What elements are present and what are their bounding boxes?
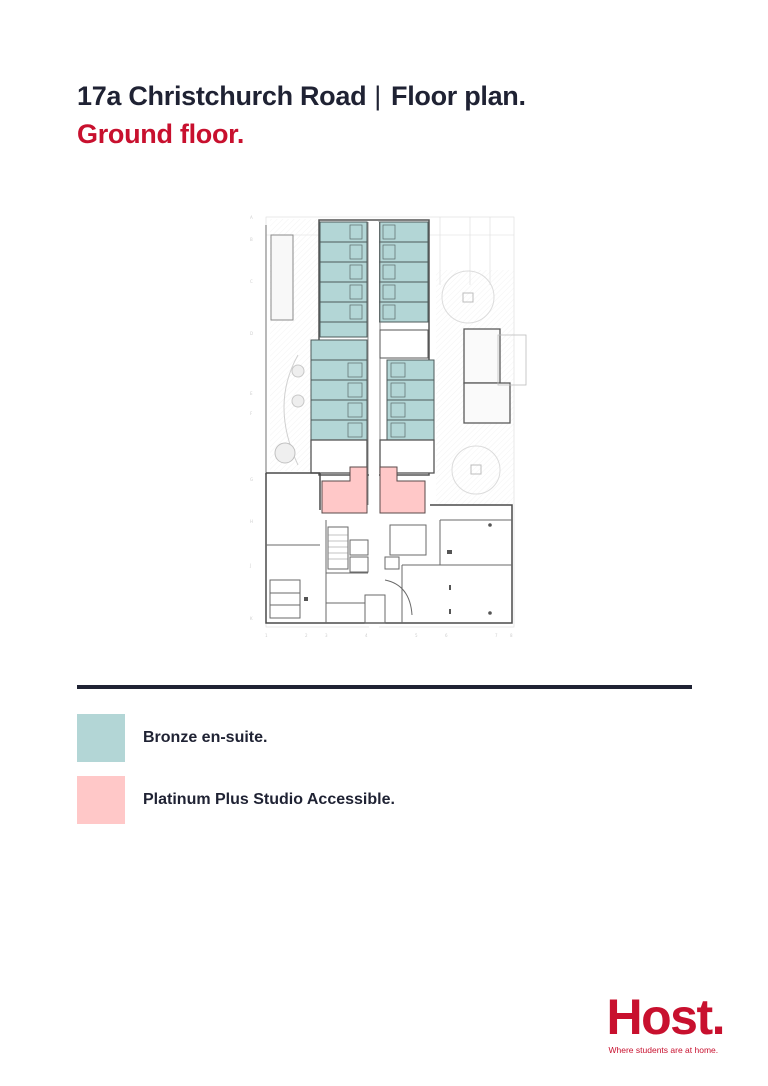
svg-text:J: J <box>249 563 251 568</box>
svg-text:7: 7 <box>495 633 498 638</box>
title-separator: | <box>374 81 381 111</box>
svg-text:A: A <box>250 215 253 220</box>
platinum-swatch <box>77 776 125 824</box>
svg-text:4: 4 <box>365 633 368 638</box>
section-divider <box>77 685 692 689</box>
svg-text:B: B <box>250 237 253 242</box>
svg-text:E: E <box>250 391 253 396</box>
doc-type: Floor plan. <box>391 81 526 111</box>
svg-text:G: G <box>250 477 253 482</box>
floor-plan: A B C D E F G H J K <box>240 205 540 645</box>
svg-text:D: D <box>250 331 253 336</box>
svg-text:8: 8 <box>510 633 513 638</box>
floor-subtitle: Ground floor. <box>77 119 245 149</box>
svg-text:F: F <box>250 411 253 416</box>
brand-name: Host. <box>606 989 726 1045</box>
legend-label: Platinum Plus Studio Accessible. <box>143 791 395 808</box>
legend-item-platinum: Platinum Plus Studio Accessible. <box>77 776 395 824</box>
svg-text:2: 2 <box>305 633 308 638</box>
svg-text:3: 3 <box>325 633 328 638</box>
svg-text:1: 1 <box>265 633 268 638</box>
brand-tagline: Where students are at home. <box>608 1045 719 1055</box>
page-title: 17a Christchurch Road| Floor plan. <box>77 79 526 113</box>
svg-text:5: 5 <box>415 633 418 638</box>
svg-text:K: K <box>250 616 253 621</box>
svg-text:6: 6 <box>445 633 448 638</box>
property-name: 17a Christchurch Road <box>77 81 367 111</box>
legend-label: Bronze en-suite. <box>143 729 268 746</box>
svg-text:H: H <box>250 519 253 524</box>
legend-item-bronze: Bronze en-suite. <box>77 714 267 762</box>
bronze-swatch <box>77 714 125 762</box>
svg-text:C: C <box>250 279 253 284</box>
host-logo: Host. Where students are at home. <box>606 989 726 1055</box>
